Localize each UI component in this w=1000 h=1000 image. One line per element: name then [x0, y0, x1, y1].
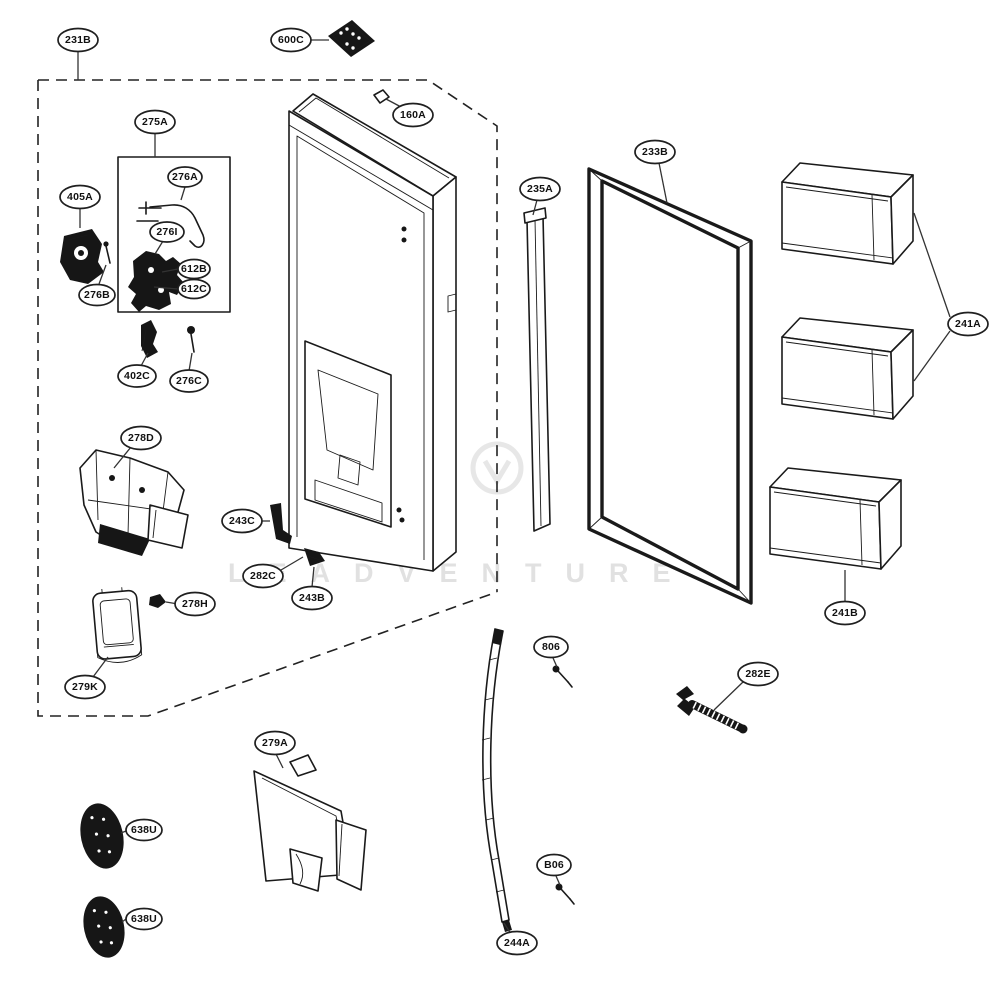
callout-label: B06 [544, 859, 564, 871]
callout-label: 233B [642, 146, 668, 158]
part-strip-235A [523, 207, 551, 532]
callout-label: 235A [527, 183, 553, 195]
callout-638U-lower[interactable]: 638U [125, 907, 163, 931]
callout-638U-upper[interactable]: 638U [125, 818, 163, 842]
callout-label: 279A [262, 737, 288, 749]
part-cover-279A [253, 754, 367, 892]
callout-612C[interactable]: 612C [177, 278, 211, 300]
callout-label: 278D [128, 432, 154, 444]
part-box-275A [117, 156, 231, 313]
part-clip-402C [141, 320, 158, 358]
callout-label: 282E [745, 668, 770, 680]
callout-label: 282C [250, 570, 276, 582]
callout-231B[interactable]: 231B [57, 27, 99, 53]
part-clip-282C [304, 548, 325, 566]
part-screw-806 [552, 665, 573, 688]
part-clip-278H [149, 594, 166, 608]
part-frame-279K [92, 587, 143, 663]
part-trim-244A [481, 628, 512, 932]
callout-label: 279K [72, 681, 98, 693]
part-screw-B06 [555, 883, 575, 905]
part-bolt-276C [187, 326, 195, 353]
part-grommet-638U-upper [80, 803, 124, 869]
callout-244A[interactable]: 244A [496, 930, 538, 956]
part-bin-middle-241A [781, 317, 914, 420]
callout-235A[interactable]: 235A [519, 176, 561, 202]
callout-278H[interactable]: 278H [174, 591, 216, 617]
callout-label: 241A [955, 318, 981, 330]
callout-276A[interactable]: 276A [167, 166, 203, 188]
callout-label: 402C [124, 370, 150, 382]
callout-278D[interactable]: 278D [120, 425, 162, 451]
part-bin-bottom-241B [769, 467, 902, 570]
watermark-text: LEADVENTURE [228, 558, 695, 588]
callout-label: 405A [67, 191, 93, 203]
callout-B06[interactable]: B06 [536, 853, 572, 877]
callout-label: 600C [278, 34, 304, 46]
leader-lines [77, 39, 951, 935]
callout-233B[interactable]: 233B [634, 139, 676, 165]
part-tube-276A [136, 201, 205, 248]
callout-label: 276B [84, 289, 110, 301]
callout-label: 278H [182, 598, 208, 610]
callout-276C[interactable]: 276C [169, 369, 209, 393]
callout-243B[interactable]: 243B [291, 585, 333, 611]
callout-label: 638U [131, 824, 157, 836]
callout-241B[interactable]: 241B [824, 600, 866, 626]
callout-279A[interactable]: 279A [254, 730, 296, 756]
callout-282C[interactable]: 282C [242, 563, 284, 589]
callout-label: 241B [832, 607, 858, 619]
callout-label: 231B [65, 34, 91, 46]
callout-label: 276I [156, 226, 177, 238]
part-gasket-233B [587, 167, 753, 605]
part-pcb-600C [328, 20, 375, 57]
callout-612B[interactable]: 612B [177, 258, 211, 280]
callout-275A[interactable]: 275A [134, 109, 176, 135]
part-clip-160A [373, 89, 390, 104]
part-door-assembly [288, 93, 457, 572]
callout-806[interactable]: 806 [533, 635, 569, 659]
callout-405A[interactable]: 405A [59, 184, 101, 210]
callout-600C[interactable]: 600C [270, 27, 312, 53]
callout-label: 638U [131, 913, 157, 925]
callout-label: 243C [229, 515, 255, 527]
callout-label: 244A [504, 937, 530, 949]
part-bin-top-241A [781, 162, 914, 265]
part-screw-276B [103, 241, 111, 264]
callout-241A[interactable]: 241A [947, 311, 989, 337]
callout-282E[interactable]: 282E [737, 661, 779, 687]
callout-160A[interactable]: 160A [392, 102, 434, 128]
callout-243C[interactable]: 243C [221, 508, 263, 534]
callout-label: 806 [542, 641, 560, 653]
callout-label: 276A [172, 171, 198, 183]
part-bracket-405A [60, 229, 104, 284]
callout-276B[interactable]: 276B [78, 283, 116, 307]
callout-label: 612C [181, 283, 207, 295]
dashed-boundary [37, 79, 498, 717]
callout-label: 276C [176, 375, 202, 387]
callout-label: 275A [142, 116, 168, 128]
part-pump-276I [128, 251, 184, 312]
part-bracket-278D [79, 449, 189, 556]
part-grommet-638U-lower [83, 896, 125, 958]
part-bracket-243C [270, 503, 292, 544]
callout-279K[interactable]: 279K [64, 674, 106, 700]
callout-label: 160A [400, 109, 426, 121]
callout-label: 612B [181, 263, 207, 275]
callout-276I[interactable]: 276I [149, 221, 185, 243]
callout-402C[interactable]: 402C [117, 364, 157, 388]
part-wrench-282E [676, 686, 748, 734]
callout-label: 243B [299, 592, 325, 604]
